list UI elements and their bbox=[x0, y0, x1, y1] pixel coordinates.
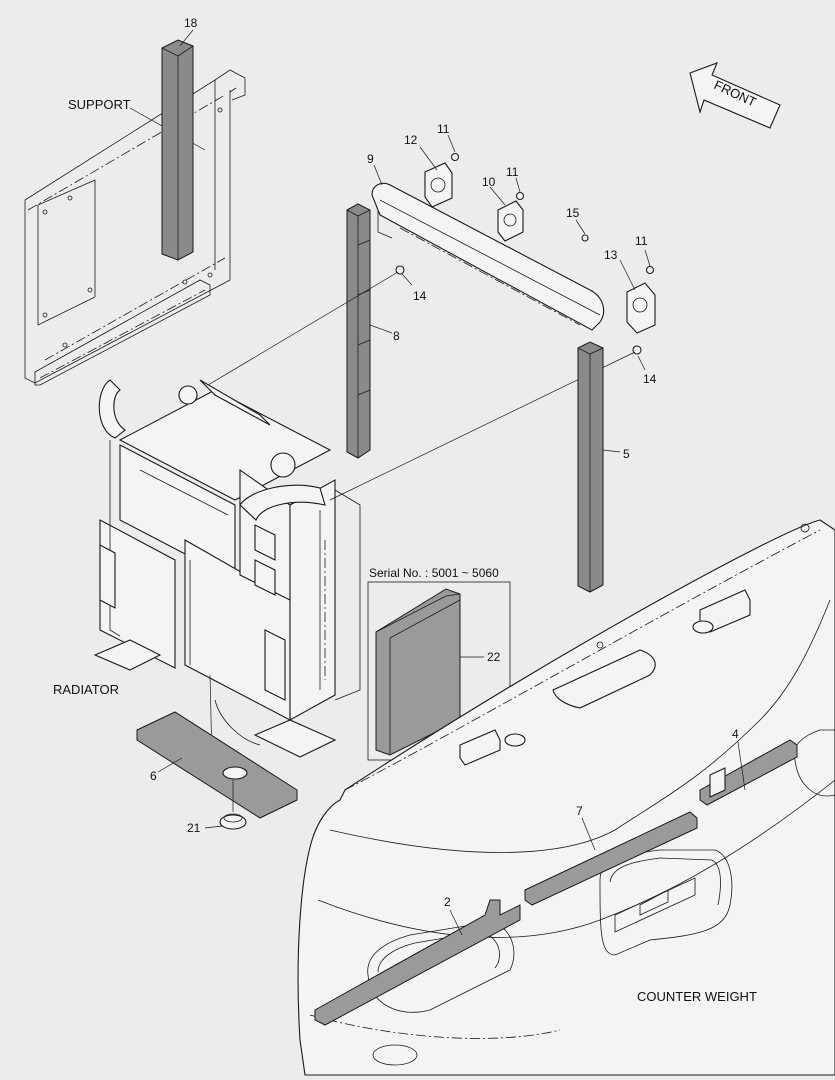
part-9-upper-bracket bbox=[371, 182, 605, 331]
part-13-plate bbox=[626, 282, 656, 334]
leader-lines bbox=[157, 29, 746, 936]
section-labels: SUPPORT RADIATOR COUNTER WEIGHT Serial N… bbox=[53, 97, 757, 1004]
callout-22: 22 bbox=[487, 650, 501, 664]
callout-11: 11 bbox=[635, 234, 648, 248]
part-2-seal-strip bbox=[314, 899, 521, 1026]
callout-8: 8 bbox=[393, 329, 400, 343]
callout-18: 18 bbox=[184, 16, 198, 30]
part-7-seal-strip bbox=[524, 811, 698, 906]
part-8-seal bbox=[346, 203, 371, 459]
callout-9: 9 bbox=[367, 152, 374, 166]
callout-15: 15 bbox=[566, 206, 580, 220]
part-6-cover-plate bbox=[136, 711, 298, 819]
callout-4: 4 bbox=[732, 727, 739, 741]
part-21-grommet bbox=[219, 780, 247, 830]
part-10-plate bbox=[497, 200, 524, 242]
callout-7: 7 bbox=[576, 804, 583, 818]
callout-10: 10 bbox=[482, 175, 496, 189]
callout-2: 2 bbox=[444, 895, 451, 909]
serial-number-text: Serial No. : 5001 ~ 5060 bbox=[369, 566, 499, 580]
callout-5: 5 bbox=[623, 447, 630, 461]
part-4-seal-strip bbox=[699, 739, 798, 806]
bolt-11-b bbox=[515, 191, 525, 201]
callout-6: 6 bbox=[150, 769, 157, 783]
callout-14: 14 bbox=[643, 372, 657, 386]
part-5-seal bbox=[577, 341, 604, 593]
bolt-11-c bbox=[645, 265, 655, 275]
counter-weight-label: COUNTER WEIGHT bbox=[637, 989, 757, 1004]
bolt-15 bbox=[581, 234, 589, 242]
callout-12: 12 bbox=[404, 133, 418, 147]
front-direction-arrow: FRONT bbox=[689, 62, 781, 129]
bolt-14-b bbox=[632, 345, 642, 355]
radiator-label: RADIATOR bbox=[53, 682, 119, 697]
callout-14: 14 bbox=[413, 289, 427, 303]
callout-11: 11 bbox=[506, 165, 519, 179]
callout-21: 21 bbox=[187, 821, 201, 835]
support-label: SUPPORT bbox=[68, 97, 131, 112]
bolt-11-a bbox=[450, 152, 460, 162]
bolts bbox=[207, 152, 655, 501]
part-12-plate bbox=[424, 162, 453, 208]
part-18-seal-strip bbox=[161, 39, 194, 261]
counter-weight bbox=[297, 519, 835, 1076]
radiator-assembly bbox=[93, 379, 361, 761]
callout-11: 11 bbox=[437, 122, 450, 136]
support-frame bbox=[24, 69, 246, 386]
callout-13: 13 bbox=[604, 248, 618, 262]
callout-numbers: 18 12 11 9 10 11 15 11 13 14 8 14 5 22 6… bbox=[150, 16, 739, 909]
